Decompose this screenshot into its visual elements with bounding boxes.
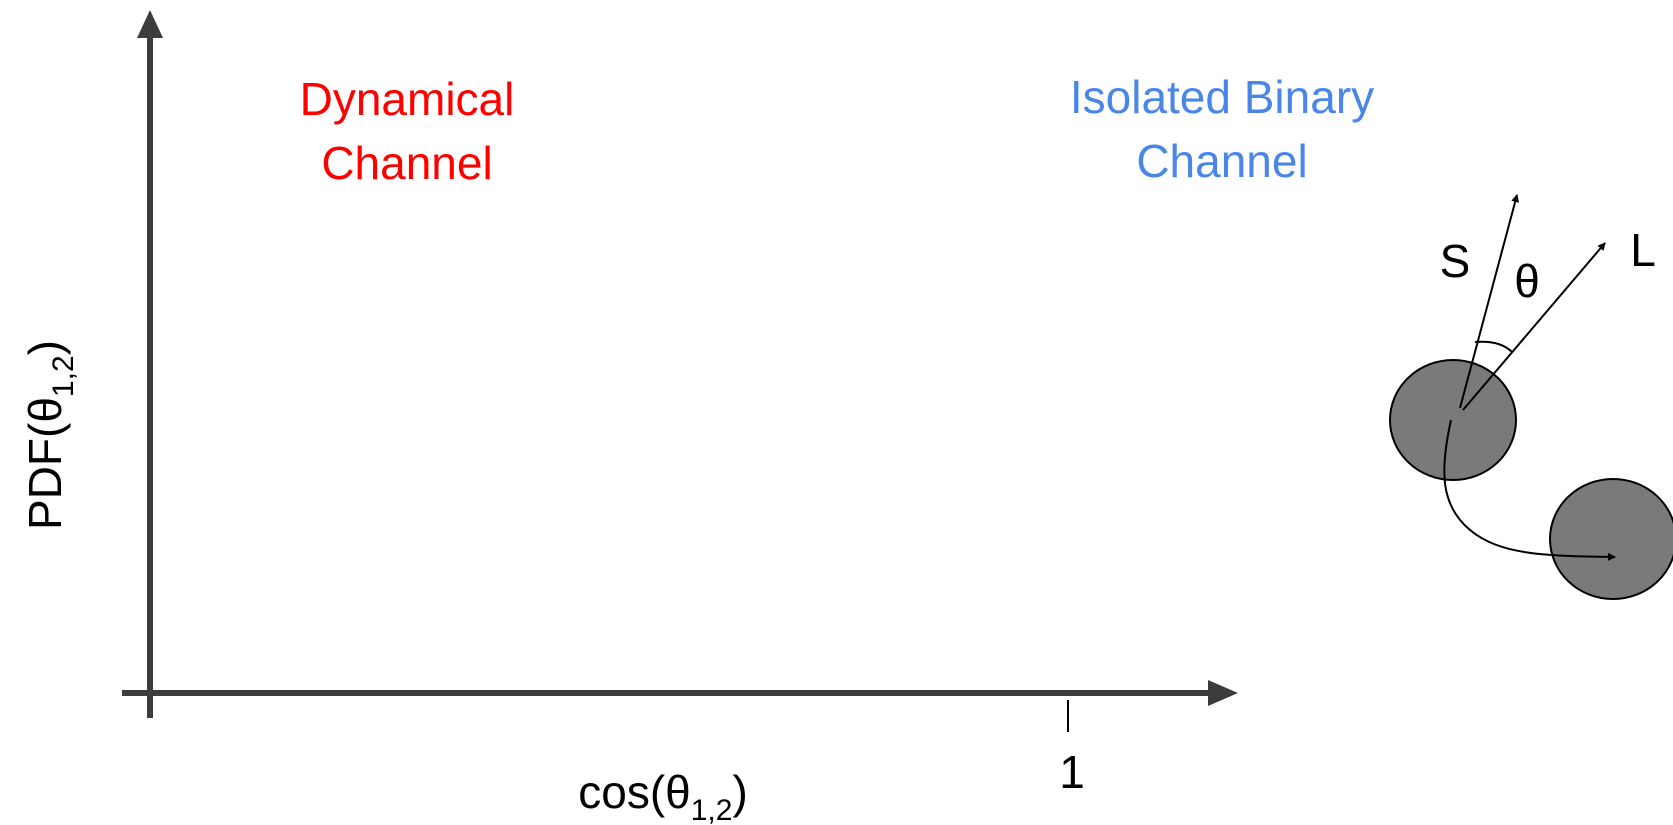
primary-body bbox=[1389, 359, 1517, 481]
x-axis-label-main: cos(θ bbox=[578, 766, 690, 818]
angle-arc bbox=[1474, 340, 1513, 353]
y-axis bbox=[137, 10, 163, 718]
isolated-channel-line2: Channel bbox=[1136, 135, 1307, 187]
x-axis-label: cos(θ1,2) bbox=[578, 766, 748, 825]
dynamical-channel-line2: Channel bbox=[321, 137, 492, 189]
dynamical-channel-label: Dynamical Channel bbox=[300, 73, 515, 189]
x-axis: 1 bbox=[122, 680, 1238, 798]
spin-label: S bbox=[1440, 235, 1471, 287]
binary-sketch: S θ L bbox=[1389, 194, 1673, 600]
y-axis-label-close: ) bbox=[19, 340, 71, 355]
y-axis-label-subscript: 1,2 bbox=[47, 355, 80, 397]
orbit-path-arrow bbox=[1443, 419, 1616, 561]
y-axis-label-main: PDF(θ bbox=[19, 397, 71, 530]
orbital-momentum-label: L bbox=[1630, 224, 1656, 276]
dynamical-channel-line1: Dynamical bbox=[300, 73, 515, 125]
secondary-body bbox=[1549, 478, 1673, 600]
x-axis-label-subscript: 1,2 bbox=[691, 794, 733, 825]
y-axis-arrowhead bbox=[137, 10, 163, 38]
spin-vector-arrow bbox=[1459, 194, 1520, 409]
x-axis-label-close: ) bbox=[732, 766, 747, 818]
y-axis-label: PDF(θ1,2) bbox=[19, 340, 80, 530]
isolated-channel-line1: Isolated Binary bbox=[1070, 71, 1374, 123]
x-tick-label: 1 bbox=[1059, 746, 1085, 798]
orbital-momentum-arrow bbox=[1462, 242, 1606, 411]
angle-label: θ bbox=[1514, 255, 1540, 307]
x-axis-arrowhead bbox=[1208, 680, 1238, 706]
isolated-channel-label: Isolated Binary Channel bbox=[1070, 71, 1374, 187]
